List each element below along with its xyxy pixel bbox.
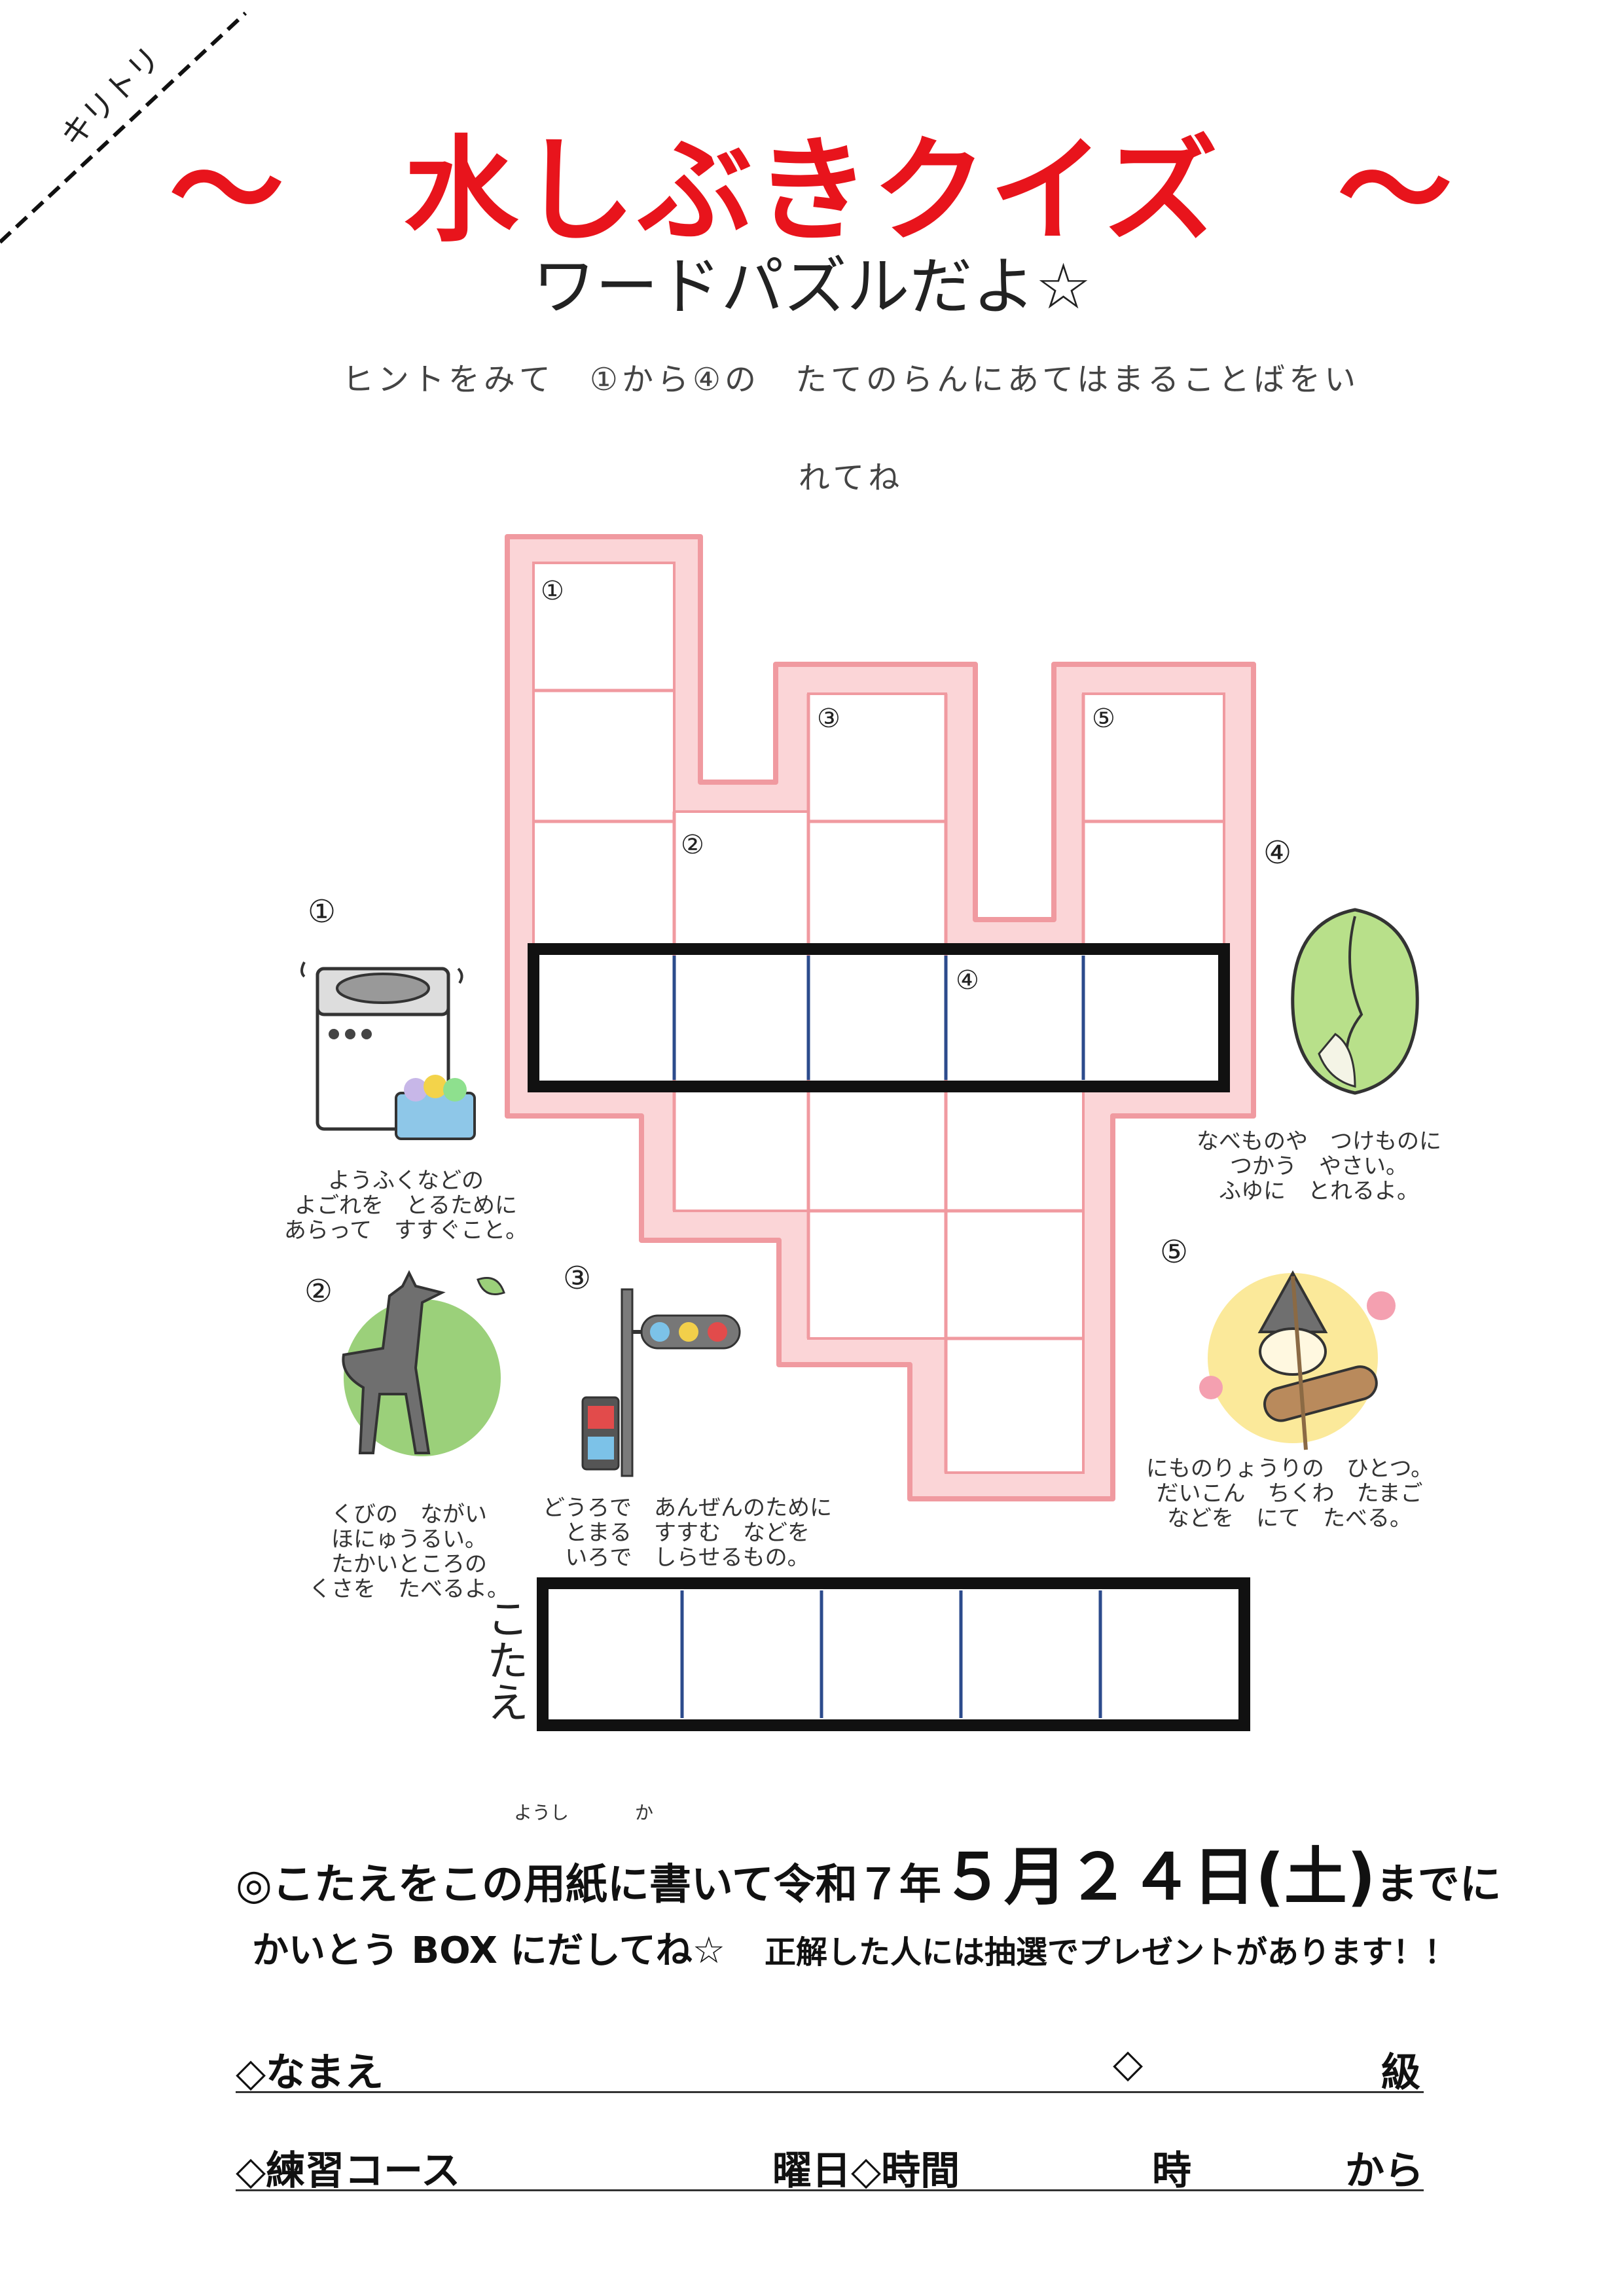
footer-prize-text: 正解した人には抽選でプレゼントがあります！！ (764, 1934, 1456, 1971)
name-underline (236, 2091, 1424, 2093)
footer-text-a: ◎こたえをこの (236, 1861, 524, 1909)
course-label: ◇練習コース (236, 2148, 461, 2194)
footer-text-d: 書 (649, 1861, 691, 1909)
oden-icon (1199, 1270, 1396, 1450)
cell-number-4: ④ (956, 965, 979, 996)
hint-5-number: ⑤ (1160, 1234, 1189, 1270)
footer-text-e: いて令和７年 (691, 1861, 941, 1909)
footer-text-b: 用紙 (523, 1861, 607, 1909)
answer-cell-5[interactable] (1106, 1590, 1237, 1718)
course-field[interactable] (471, 2134, 766, 2183)
grid-cell-c1-r2[interactable] (540, 697, 671, 818)
cell-number-3: ③ (817, 704, 840, 734)
grade-label: 級 (1381, 2050, 1420, 2096)
from-label: から (1345, 2148, 1424, 2194)
grid-cell-row4-5[interactable] (1090, 962, 1218, 1077)
cell-number-5: ⑤ (1092, 704, 1115, 734)
page-subtitle: ワードパズルだよ☆ (532, 250, 1092, 323)
chinese-cabbage-icon (1291, 908, 1419, 1095)
cell-number-1: ① (541, 576, 564, 606)
hint-1-text: ようふくなどの よごれを とるために あらって すすぐこと。 (283, 1168, 528, 1244)
grid-cell-row4-1[interactable] (543, 962, 671, 1077)
day-time-label: 曜日◇時間 (772, 2148, 960, 2194)
footer-text-c: に (607, 1861, 649, 1909)
giraffe-icon (342, 1270, 505, 1456)
hint-2-text: くびの ながい ほにゅうるい。 たかいところの くさを たべるよ。 (309, 1501, 509, 1602)
answer-cell-4[interactable] (967, 1590, 1095, 1718)
hint-3-text: どうろで あんぜんのために とまる すすむ などを いろで しらせるもの。 (543, 1495, 832, 1571)
hint-4-number: ④ (1263, 834, 1292, 871)
grid-cell-row4-2[interactable] (681, 962, 805, 1077)
footer-day: (土) (1255, 1840, 1376, 1914)
hint-5-text: にものりょうりの ひとつ。 だいこん ちくわ たまご などを にて たべる。 (1146, 1456, 1434, 1532)
footer-submit-line: かいとう BOX にだしてね☆ 正解した人には抽選でプレゼントがあります！！ (252, 1921, 1456, 1974)
furigana-ka: か (635, 1802, 654, 1823)
page-title: ～ 水しぶきクイズ ～ (169, 125, 1455, 258)
answer-label: こたえ (480, 1597, 528, 1732)
footer-deadline-line: ◎こたえをこの用紙に書いて令和７年５月２４日(土)までに (236, 1826, 1502, 1917)
crossword-grid (505, 534, 1256, 1501)
furigana-yoshi: ようし (514, 1802, 569, 1823)
answer-row-highlight (528, 943, 1230, 1092)
footer-date: ５月２４日 (941, 1840, 1255, 1914)
answer-cell-2[interactable] (687, 1590, 815, 1718)
traffic-light-icon (581, 1288, 741, 1477)
grid-cell-c1-r3[interactable] (540, 828, 671, 946)
course-underline (236, 2189, 1424, 2191)
grid-cell-row4-4[interactable] (952, 962, 1080, 1077)
minute-field[interactable] (1204, 2134, 1342, 2183)
grade-field[interactable] (1172, 2036, 1368, 2085)
footer-submit-text: かいとう BOX にだしてね☆ (252, 1929, 725, 1972)
name-label: ◇なまえ (236, 2050, 384, 2096)
name-field[interactable] (406, 2036, 1100, 2085)
grade-mark: ◇ (1113, 2041, 1144, 2087)
instructions-line2: れてね (798, 459, 904, 496)
hint-1-number: ① (308, 893, 336, 930)
answer-cell-3[interactable] (828, 1590, 956, 1718)
grid-cell-row4-3[interactable] (815, 962, 943, 1077)
grid-cell-c1-r1[interactable] (540, 569, 671, 687)
instructions-line1: ヒントをみて ①から④の たてのらんにあてはまることばをい (342, 361, 1360, 398)
answer-cell-1[interactable] (550, 1590, 677, 1718)
hint-2-number: ② (304, 1273, 333, 1310)
answer-box (537, 1577, 1250, 1731)
washing-machine-icon (300, 961, 476, 1140)
hint-3-number: ③ (563, 1260, 592, 1297)
hour-label: 時 (1152, 2148, 1191, 2194)
cut-line (0, 11, 247, 244)
answer-label-text: こたえ (480, 1597, 528, 1723)
hour-field[interactable] (969, 2134, 1146, 2183)
hint-4-text: なべものや つけものに つかう やさい。 ふゆに とれるよ。 (1197, 1128, 1441, 1204)
cell-number-2: ② (681, 830, 704, 860)
footer-text-f: までに (1375, 1861, 1502, 1909)
